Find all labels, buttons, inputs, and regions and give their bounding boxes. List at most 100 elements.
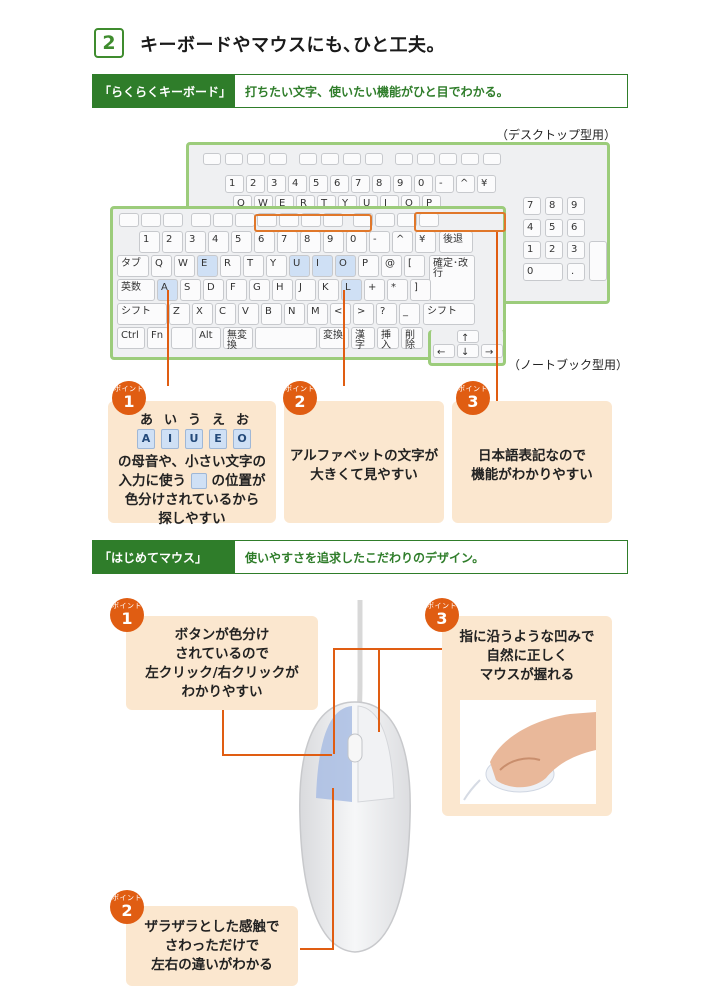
notebook-letter-key: L: [341, 279, 362, 301]
notebook-letter-key-label: F: [230, 282, 236, 293]
notebook-letter-key: T: [243, 255, 264, 277]
keyboard-point-1-card: の母音や、小さい文字の 入力に使う の位置が 色分けされているから 探しやすい …: [108, 401, 276, 527]
notebook-letter-key: S: [180, 279, 201, 301]
page-title: キーボードやマウスにも､ひと工夫。: [140, 35, 445, 56]
vowel-key-i: I: [161, 429, 179, 449]
desktop-letter-key-label: I: [384, 198, 387, 209]
desktop-caption: （デスクトップ型用）: [496, 128, 617, 142]
desktop-number-key-label: 4: [292, 178, 299, 189]
numpad-key-label: 9: [571, 200, 578, 211]
alt-key-label: Alt: [199, 330, 213, 341]
notebook-fn-key: [397, 213, 417, 227]
mouse-point3-connector-v: [378, 648, 380, 732]
vowel-key-o: O: [233, 429, 251, 449]
caps-key-label: 英数: [121, 282, 141, 293]
desktop-number-key: -: [435, 175, 454, 193]
notebook-letter-key-label: Q: [155, 258, 163, 269]
desktop-number-key: 4: [288, 175, 307, 193]
ctrl-key-label: Ctrl: [121, 330, 139, 341]
desktop-number-key-label: 1: [229, 178, 236, 189]
mouse-point-3-card: 指に沿うような凹みで 自然に正しく マウスが握れる: [442, 616, 612, 816]
desktop-letter-key-label: T: [321, 198, 328, 209]
notebook-letter-key-label: C: [219, 306, 226, 317]
desktop-number-key-label: ^: [460, 178, 469, 189]
mouse-point2-line2: さわっただけで: [164, 938, 260, 954]
win-key: [171, 327, 193, 349]
kb-point3-line1: 日本語表記なので: [478, 448, 586, 464]
keyboard-section-description: 打ちたい文字、使いたい機能がひと目でわかる。: [245, 84, 509, 99]
desktop-number-key-label: ¥: [481, 178, 488, 189]
arrow-left-key: ←: [433, 344, 455, 358]
notebook-letter-key-label: P: [362, 258, 369, 269]
desktop-letter-key-label: E: [279, 198, 286, 209]
desktop-letter-key-label: Y: [342, 198, 349, 209]
notebook-fn-key: [213, 213, 233, 227]
fn-key-label: Fn: [151, 330, 164, 341]
notebook-letter-key-label: I: [316, 258, 319, 269]
notebook-letter-key: G: [249, 279, 270, 301]
notebook-letter-key-label: E: [201, 258, 208, 269]
numpad-key: 4: [523, 219, 541, 237]
notebook-letter-key: I: [312, 255, 333, 277]
vowel-key-a: A: [137, 429, 155, 449]
numpad-key-label: 0: [527, 266, 534, 277]
vowel-key-e: E: [209, 429, 227, 449]
notebook-letter-key-label: >: [357, 306, 366, 317]
desktop-fn-key: [247, 153, 265, 165]
notebook-letter-key: Y: [266, 255, 287, 277]
notebook-fn-key: [141, 213, 161, 227]
notebook-letter-key: <: [330, 303, 351, 325]
notebook-letter-key-label: Y: [270, 258, 277, 269]
notebook-letter-key: >: [353, 303, 374, 325]
desktop-number-key: 8: [372, 175, 391, 193]
mouse-point2-line3: 左右の違いがわかる: [151, 957, 273, 973]
notebook-letter-key-label: J: [299, 282, 302, 293]
notebook-number-key-label: 6: [258, 234, 265, 245]
desktop-fn-key: [321, 153, 339, 165]
desktop-fn-key: [269, 153, 287, 165]
kb-point1-line2a: 入力に使う: [118, 473, 187, 489]
notebook-letter-key-label: X: [196, 306, 203, 317]
notebook-letter-key: J: [295, 279, 316, 301]
desktop-number-key: 0: [414, 175, 433, 193]
kb-point-3-label: ポイント: [458, 385, 488, 393]
mouse-point1-line1: ボタンが色分け: [174, 627, 270, 643]
kb-point1-line2: 入力に使う の位置が: [108, 472, 276, 491]
desktop-number-key: 1: [225, 175, 244, 193]
kb-point2-line2: 大きくて見やすい: [310, 467, 418, 483]
numpad-key-label: .: [571, 266, 575, 277]
desktop-letter-key-label: U: [363, 198, 371, 209]
notebook-letter-key: C: [215, 303, 236, 325]
notebook-number-key: 1: [139, 231, 160, 253]
notebook-letter-key-label: *: [391, 282, 396, 293]
notebook-number-key-label: 8: [304, 234, 311, 245]
mouse-point-1-badge: ポイント 1: [110, 598, 144, 632]
mouse-point2-connector-h: [300, 948, 334, 950]
notebook-letter-key-label: G: [253, 282, 261, 293]
vowel-key-u: U: [185, 429, 203, 449]
backspace-key-label: 後退: [443, 234, 463, 245]
desktop-letter-key-label: P: [426, 198, 433, 209]
notebook-letter-key: ]: [410, 279, 431, 301]
numpad-key: .: [567, 263, 585, 281]
notebook-letter-key: H: [272, 279, 293, 301]
notebook-fn-key: [353, 213, 373, 227]
mouse-point1-line3: 左クリック/右クリックが: [145, 665, 299, 681]
notebook-letter-key: Z: [169, 303, 190, 325]
numpad-key-label: 2: [549, 244, 556, 255]
notebook-letter-key: R: [220, 255, 241, 277]
notebook-number-key-label: 9: [327, 234, 334, 245]
notebook-number-key-label: 4: [212, 234, 219, 245]
notebook-number-key-label: 1: [143, 234, 150, 245]
shift-right-key: シフト: [423, 303, 475, 325]
notebook-letter-key-label: W: [178, 258, 188, 269]
mouse-point1-connector-h: [222, 754, 332, 756]
notebook-letter-key-label: ]: [414, 282, 418, 293]
mouse-point-3-badge: ポイント 3: [425, 598, 459, 632]
desktop-number-key: 7: [351, 175, 370, 193]
insert-key: 挿入: [377, 327, 399, 351]
notebook-letter-key-label: B: [265, 306, 272, 317]
delete-key: 削除: [401, 327, 423, 351]
mouse-point-2-card: ザラザラとした感触で さわっただけで 左右の違いがわかる: [126, 906, 298, 986]
notebook-letter-key: E: [197, 255, 218, 277]
